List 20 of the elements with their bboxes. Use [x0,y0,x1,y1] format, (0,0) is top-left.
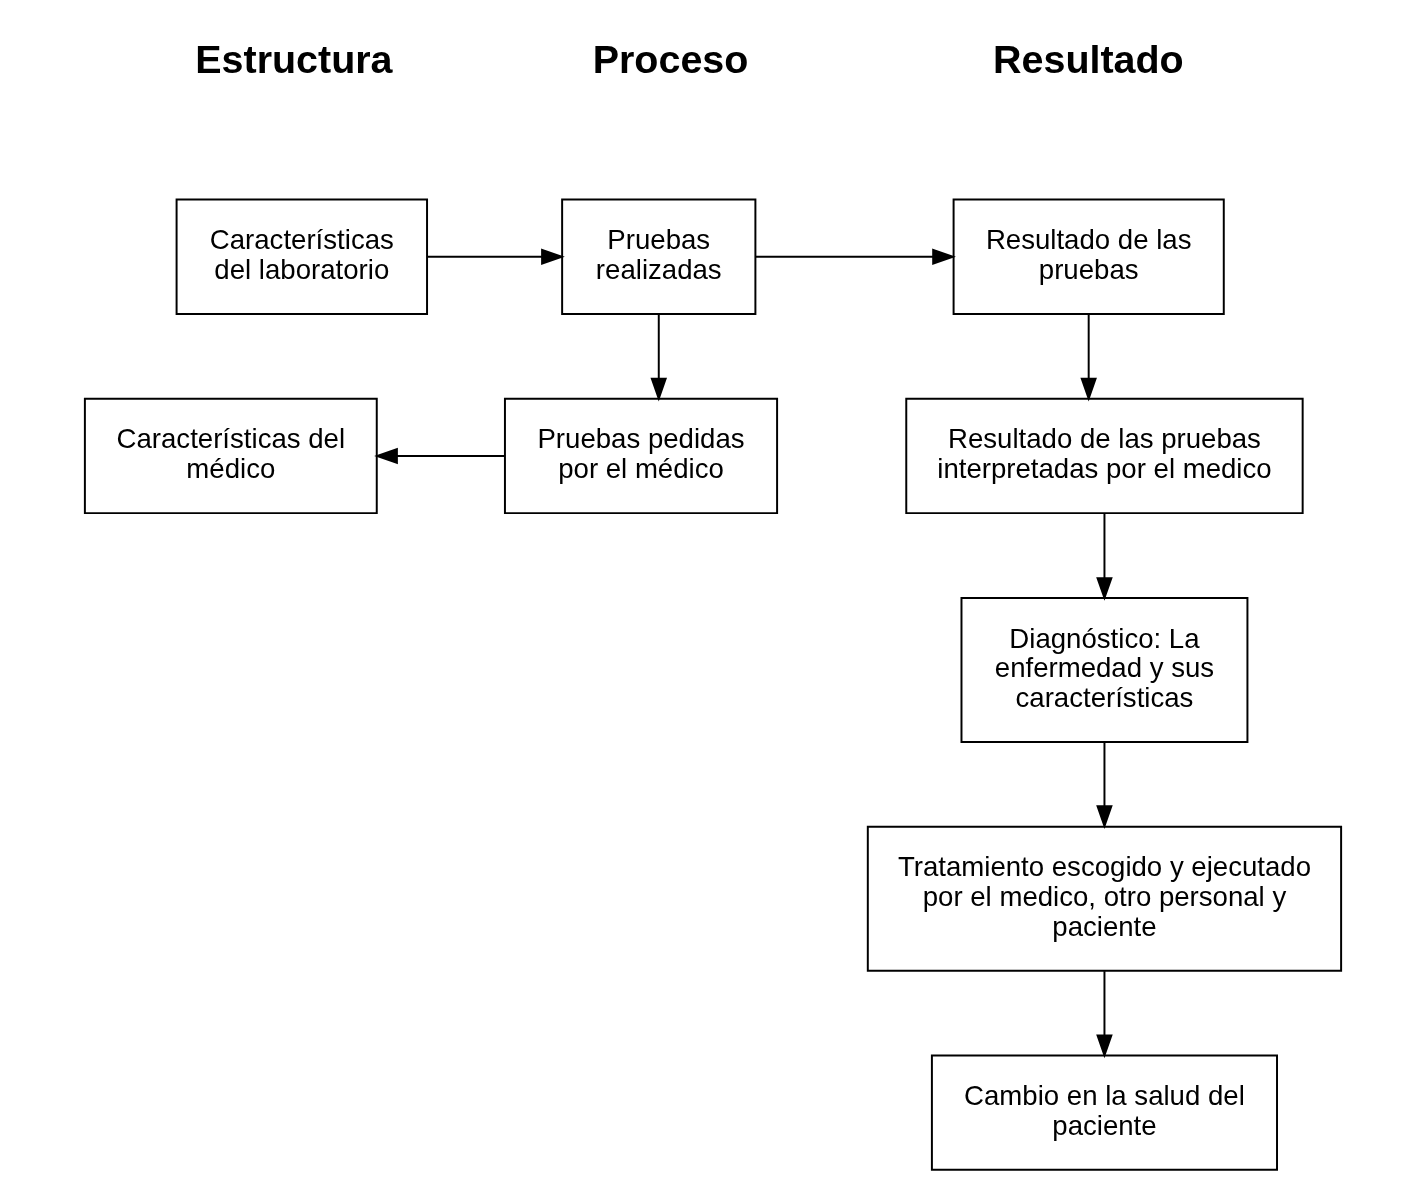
arrow [754,248,956,266]
arrow [650,313,667,402]
node-box: Pruebas pedidas por el médico [503,397,778,515]
label: Proceso [592,37,748,82]
node-box: Tratamiento escogido y ejecutado por el medico, otro personal y paciente [866,825,1342,972]
arrow [1079,313,1097,402]
node-box: Diagnóstico: La enfermedad y sus características [960,596,1248,743]
arrow [425,248,565,266]
node-box: Cambio en la salud del paciente [930,1054,1278,1171]
arrow [1095,970,1113,1059]
node-box: Características del médico [83,397,378,515]
arrow [1095,741,1113,829]
label: Resultado [992,37,1184,82]
arrow [373,447,505,465]
label: Estructura [194,37,393,82]
node-box: Resultado de las pruebas interpretadas por el medico [904,397,1304,515]
node-box: Pruebas realizadas [560,198,756,315]
node-box: Resultado de las pruebas [952,198,1225,315]
arrow [1095,512,1113,601]
node-box: Características del laboratorio [175,198,428,315]
